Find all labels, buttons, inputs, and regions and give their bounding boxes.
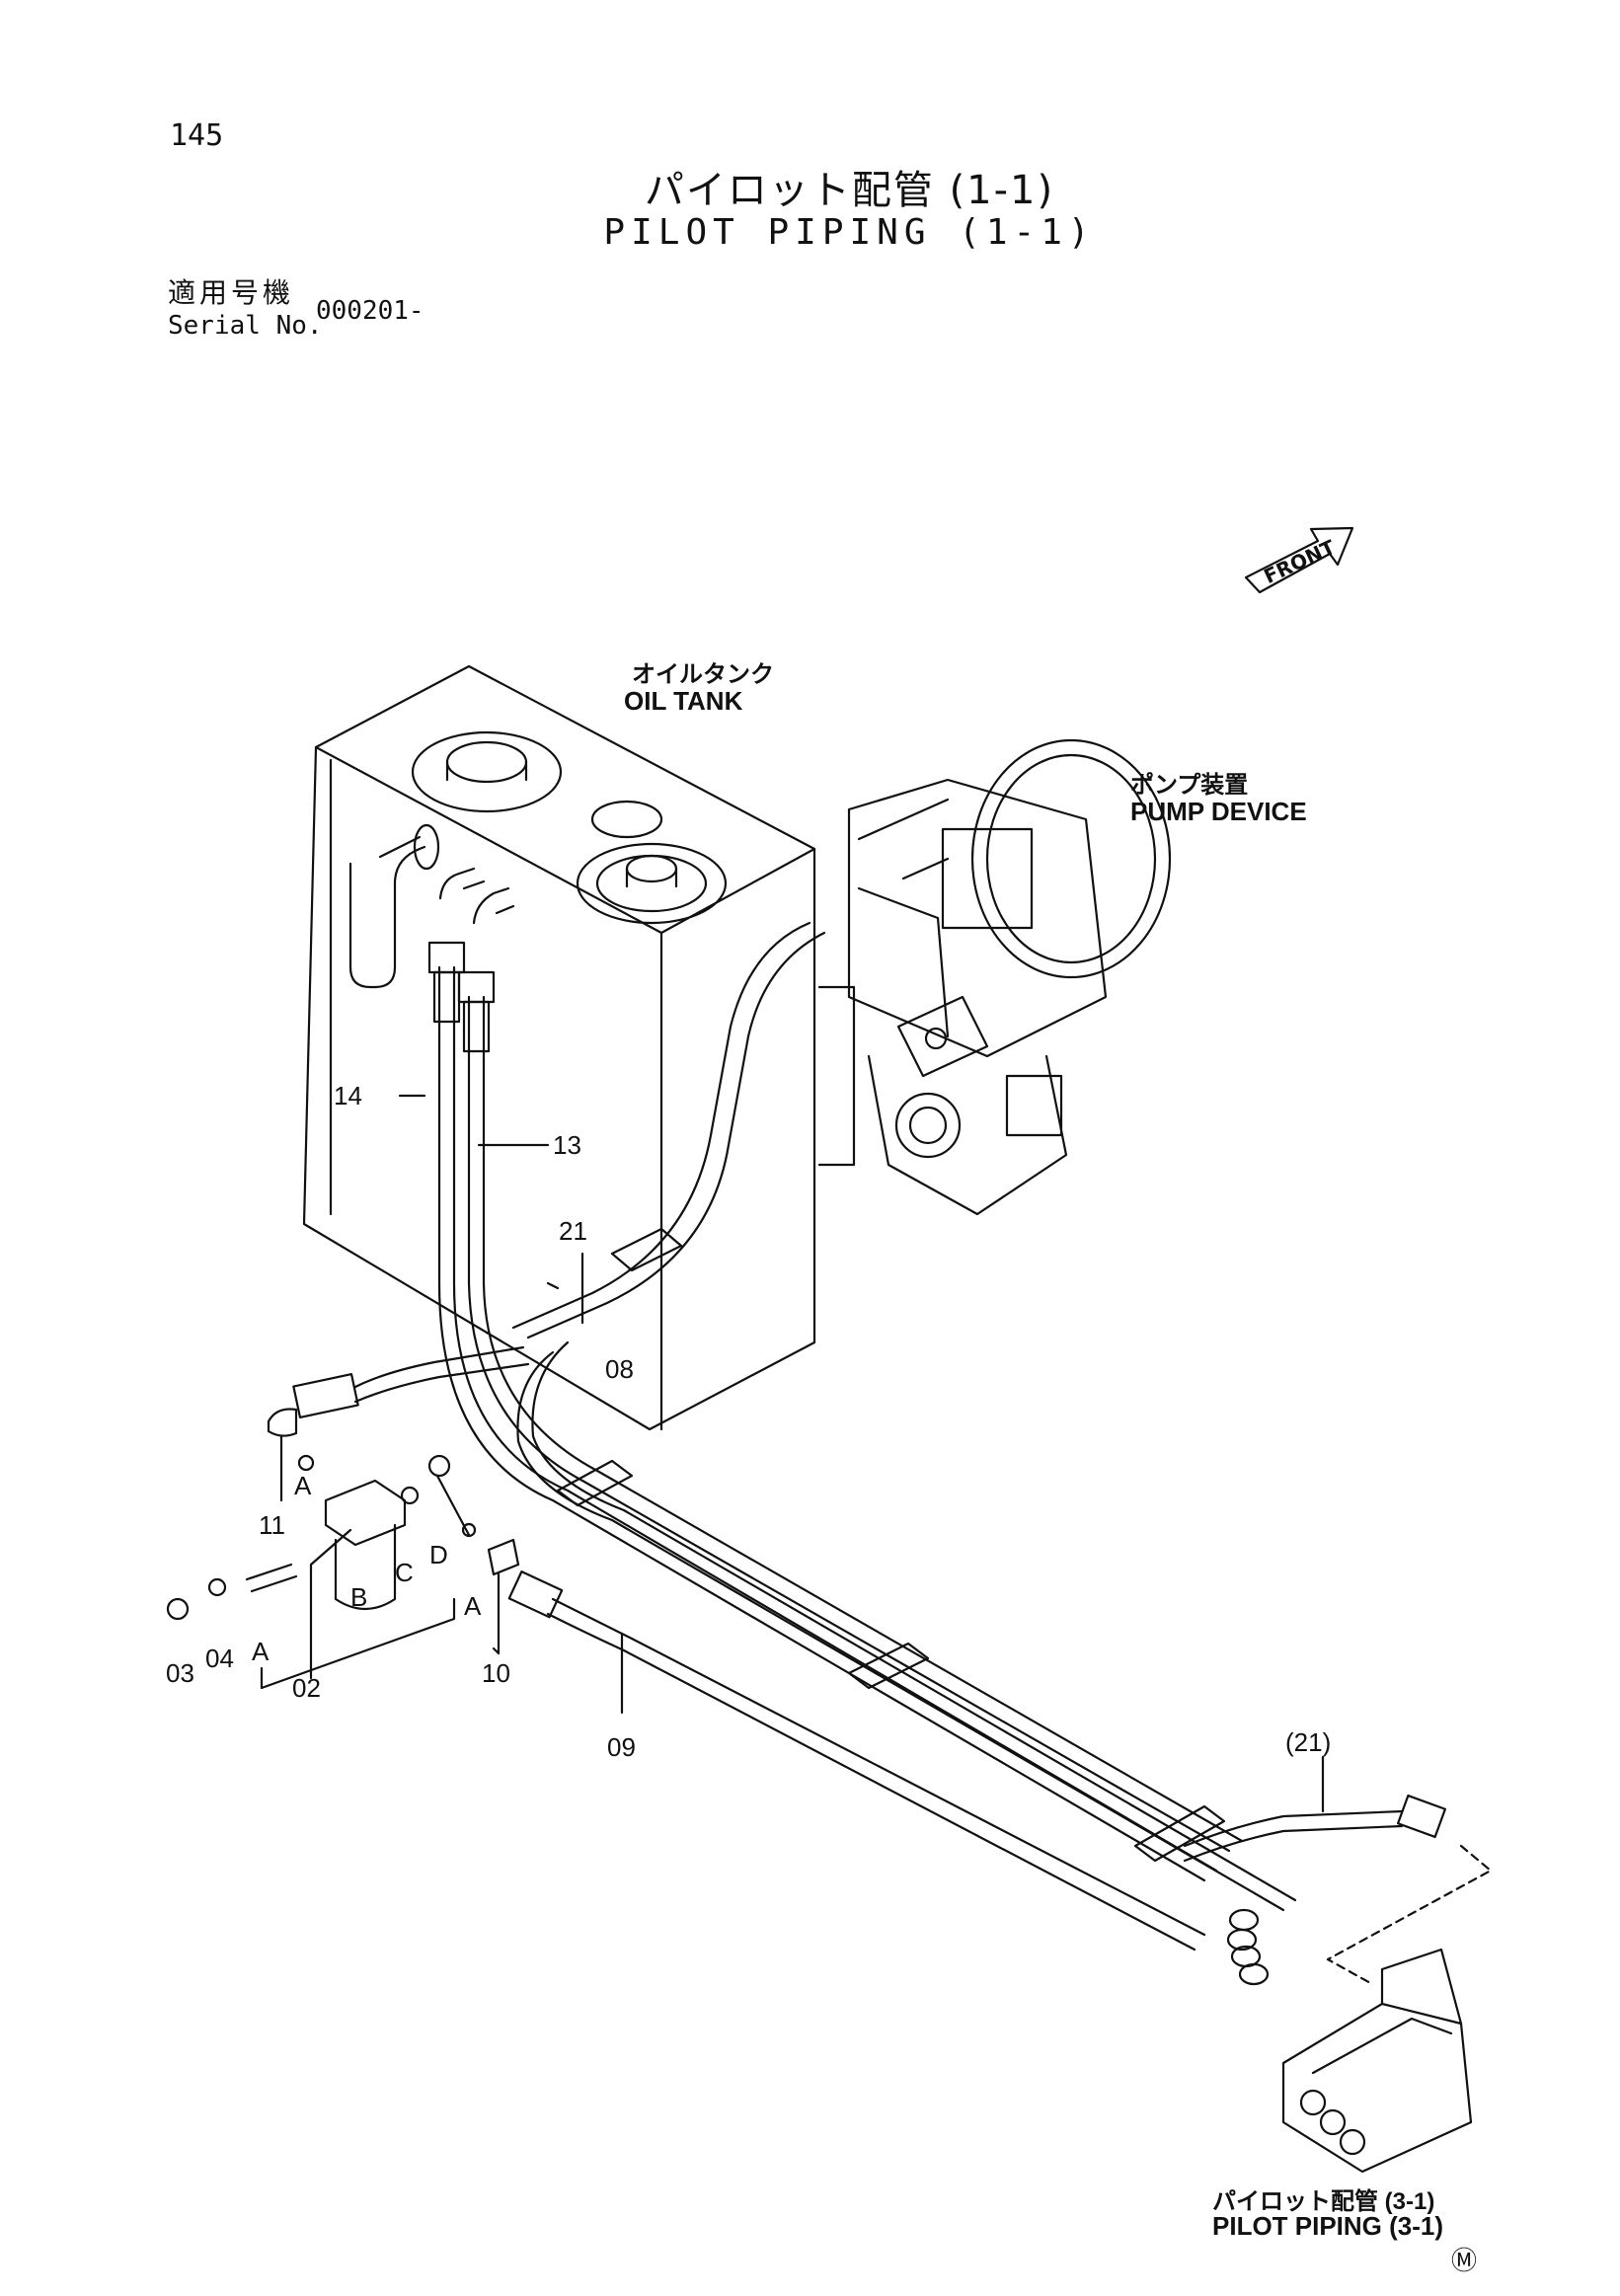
callout-09: 09 [607, 1732, 636, 1762]
callout-13: 13 [553, 1130, 581, 1160]
callout-C: C [395, 1558, 414, 1587]
page-number: 145 [170, 118, 224, 153]
oil-tank-label-en: OIL TANK [624, 686, 743, 716]
callout-D: D [429, 1540, 448, 1569]
pilot-ref-label-en: PILOT PIPING (3-1) [1212, 2211, 1444, 2241]
serial-label-en: Serial No. [168, 311, 323, 341]
callout-08: 08 [605, 1354, 634, 1384]
pump-device-shape [817, 738, 1172, 1216]
callout-A-lower: A [252, 1637, 270, 1666]
hose-end-fittings [1226, 1908, 1270, 1986]
callout-A-right: A [464, 1591, 482, 1621]
callout-11: 11 [259, 1510, 285, 1540]
page-title-en: PILOT PIPING (1-1) [603, 212, 1096, 253]
mark-symbol: Ⓜ [1451, 2247, 1478, 2276]
hose-14 [427, 941, 1218, 1882]
hose-13 [457, 970, 1244, 1853]
callout-B: B [350, 1582, 368, 1612]
pilot-ref-label-jp: パイロット配管 (3-1) [1212, 2188, 1435, 2215]
hose-21-ref [1183, 1755, 1447, 1863]
callout-04: 04 [205, 1644, 234, 1673]
callout-14: 14 [334, 1081, 362, 1110]
control-valve-shape [1281, 1844, 1493, 2174]
oil-tank-label-jp: オイルタンク [632, 661, 774, 688]
oil-tank-shape [302, 664, 816, 1431]
callout-02: 02 [292, 1673, 321, 1703]
callout-A-upper: A [294, 1471, 312, 1500]
hose-09 [292, 1345, 1206, 1952]
pump-device-label-jp: ポンプ装置 [1130, 772, 1249, 799]
pump-device-label-en: PUMP DEVICE [1130, 797, 1307, 826]
page-title-jp: パイロット配管 (1-1) [644, 168, 1055, 213]
front-arrow-icon [1244, 526, 1354, 594]
serial-label-jp: 適用号機 [168, 276, 295, 309]
callout-21: 21 [559, 1216, 587, 1246]
callout-03: 03 [166, 1658, 194, 1688]
callout-10: 10 [482, 1658, 510, 1688]
clamp-shapes [556, 1227, 1226, 1863]
callout-21-ref: (21) [1285, 1727, 1332, 1757]
serial-value: 000201- [316, 296, 424, 326]
line-filter-shape [166, 1094, 624, 1715]
